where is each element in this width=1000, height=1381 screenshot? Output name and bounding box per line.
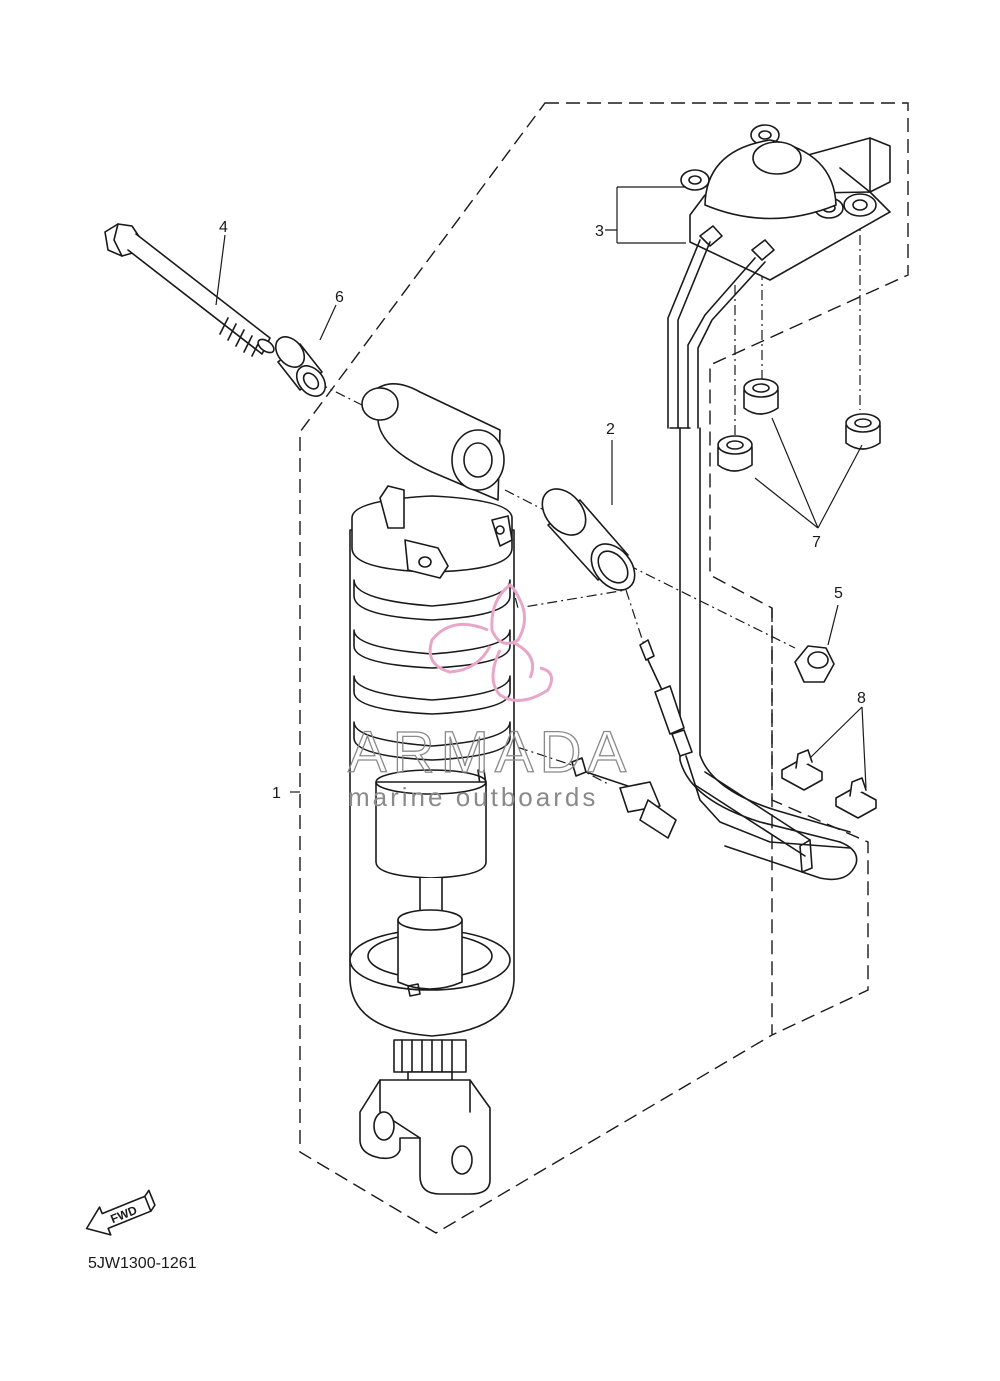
callout-label-4: 4 — [219, 219, 228, 236]
callout-label-7: 7 — [812, 534, 821, 551]
grommet-part-7-c — [717, 435, 753, 472]
callout-leaders — [215, 186, 867, 793]
grommet-part-7-b — [845, 413, 881, 450]
catalog-code: 5JW1300-1261 — [88, 1255, 197, 1272]
watermark-title: ARMADA — [348, 720, 632, 785]
adjuster-cable — [571, 639, 851, 849]
callout-label-2: 2 — [606, 421, 615, 438]
watermark-logo — [428, 583, 554, 702]
callout-label-6: 6 — [335, 289, 344, 306]
callout-label-8: 8 — [857, 690, 866, 707]
adjuster-part-3 — [680, 124, 891, 281]
collar-part-6 — [274, 336, 327, 397]
callout-label-5: 5 — [834, 585, 843, 602]
watermark-subtitle: marine outboards — [348, 782, 598, 812]
clip-part-8-b — [835, 777, 877, 819]
forward-direction-arrow: FWD — [85, 1189, 156, 1236]
shock-absorber-part-1 — [349, 383, 515, 1195]
grommet-part-7-a — [743, 378, 779, 415]
bushing-part-2 — [541, 488, 636, 591]
bolt-part-4 — [104, 223, 275, 357]
assembly-boundary — [299, 102, 909, 1234]
clip-part-8-a — [781, 749, 823, 791]
callout-labels: 1 2 3 4 5 6 7 8 — [219, 219, 866, 802]
callout-label-1: 1 — [272, 785, 281, 802]
watermark: ARMADA marine outboards — [347, 583, 632, 812]
callout-label-3: 3 — [595, 223, 604, 240]
nut-part-5 — [794, 645, 835, 683]
